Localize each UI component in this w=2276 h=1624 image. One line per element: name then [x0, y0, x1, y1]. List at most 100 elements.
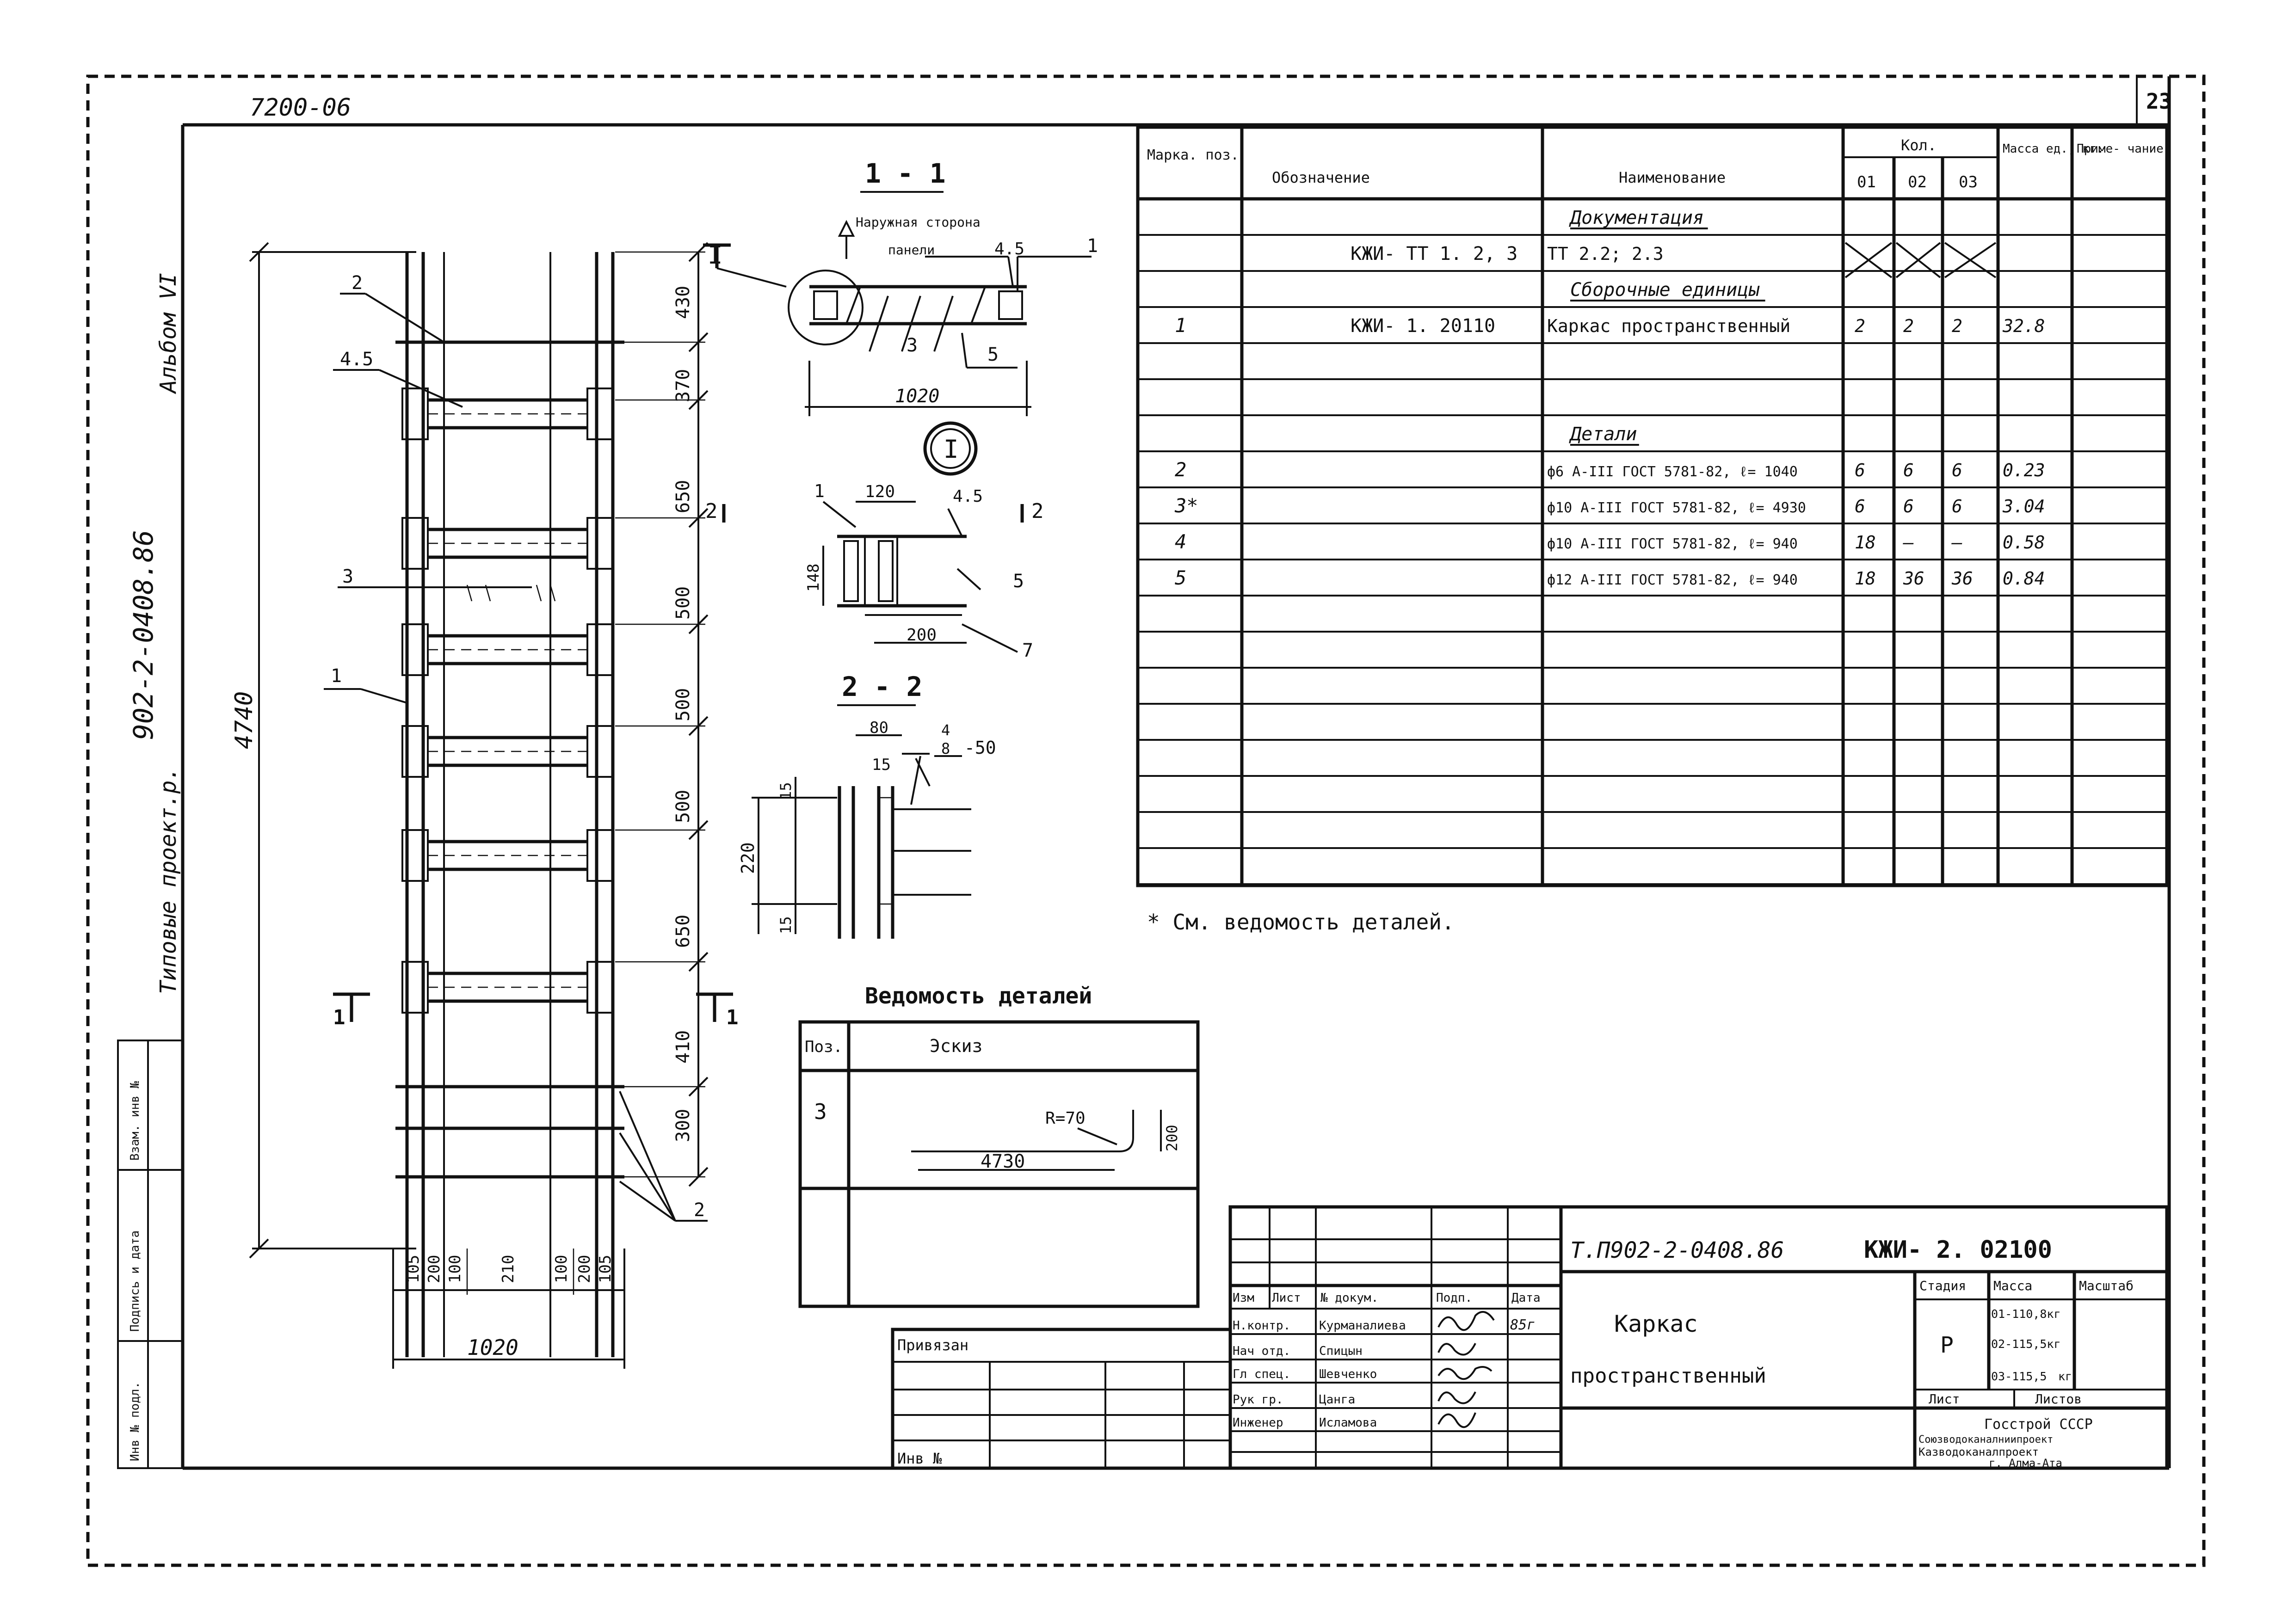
tie-group-6: [401, 961, 614, 1014]
section-1-1-label-3: 3: [907, 335, 918, 356]
spec-header-q3: 03: [1959, 173, 1978, 191]
section-2-2-dim-220: 220: [738, 842, 758, 874]
spec-cell-q2: 2: [1903, 316, 1914, 336]
spec-cell-mass: 0.58: [2003, 532, 2045, 553]
spec-header-q2: 02: [1908, 173, 1927, 191]
spec-cell-name: Каркас пространственный: [1547, 316, 1790, 336]
title-block-grid: [891, 1205, 2169, 1470]
stamp-cell-inv: Инв № подл.: [128, 1382, 142, 1461]
dim-v-8: 300: [672, 1109, 694, 1142]
tb-privyazan: Привязан: [897, 1336, 968, 1354]
section-1-1-caption-1: Наружная сторона: [856, 215, 981, 230]
tie-group-4: [401, 725, 614, 778]
node-I-circle: [923, 421, 978, 476]
spec-header-mark: Марка. поз.: [1147, 147, 1239, 163]
stamp-cell-sign: Подпись и дата: [128, 1230, 142, 1332]
section-2-2-weld-bottom: 8: [941, 740, 950, 757]
tb-sheet-label: Лист: [1929, 1391, 1960, 1407]
spec-row: Документация: [1569, 207, 1708, 229]
section-2-2-title: 2 - 2: [842, 671, 923, 702]
tb-role: Рук гр.: [1233, 1393, 1283, 1407]
spec-header-note: Приме- чание: [2077, 142, 2164, 156]
spec-header-name: Наименование: [1619, 169, 1726, 186]
node-I-dim-148: 148: [804, 564, 823, 592]
spec-cell-q3: 6: [1952, 496, 1962, 517]
node-I-label-1: 1: [814, 481, 825, 501]
spec-cell-mass: 0.23: [2003, 460, 2045, 480]
spec-cell-q3: 6: [1952, 460, 1962, 480]
pos-label-45: 4.5: [340, 349, 373, 370]
spec-cell-name: ТТ 2.2; 2.3: [1547, 244, 1664, 264]
details-title: Ведомость деталей: [865, 983, 1092, 1009]
spec-cell-mark: 5: [1175, 566, 1186, 589]
tb-inv: Инв №: [897, 1450, 942, 1467]
tb-org-4: г. Алма-Ата: [1989, 1457, 2062, 1470]
section-1-1-drawing: [703, 220, 1092, 416]
spec-cell-q1: 18: [1855, 568, 1876, 589]
spec-header-qty: Кол.: [1901, 136, 1937, 154]
node-I-dim-200: 200: [907, 626, 937, 645]
spec-cell-mark: 4: [1175, 530, 1186, 553]
overall-height-value: 4740: [230, 691, 258, 749]
tb-name-2: пространственный: [1570, 1364, 1766, 1388]
elevation-leaders: [324, 293, 708, 1222]
section-2-2-dim-15c: 15: [777, 916, 795, 934]
overall-height-dim: [249, 242, 416, 1259]
spec-cell-q3: 36: [1951, 568, 1973, 589]
overall-width-value: 1020: [467, 1335, 518, 1360]
dim-v-2: 650: [672, 480, 694, 513]
section-mark-right: 1: [726, 1006, 739, 1029]
spec-cell-mass: 3.04: [2002, 496, 2045, 517]
tb-person: Исламова: [1319, 1416, 1377, 1430]
dim-v-3: 500: [672, 586, 694, 620]
sheet-top-code: 7200-06: [250, 94, 351, 122]
tb-person: Цанга: [1319, 1393, 1355, 1407]
section-1-1-label-45: 4.5: [994, 240, 1024, 258]
details-radius: R=70: [1045, 1109, 1086, 1128]
tb-mass-label: Масса: [1993, 1278, 2032, 1293]
bottom-dims: [392, 1249, 625, 1369]
tb-doc-code: Т.П902-2-0408.86: [1570, 1237, 1784, 1263]
dim-h-2: 100: [446, 1255, 464, 1283]
details-length: 4730: [981, 1151, 1025, 1172]
section-2-2-weld-top: 4: [941, 721, 950, 739]
pos-label-2-top: 2: [352, 272, 363, 294]
node-I-cut-left: 2: [705, 499, 718, 523]
spec-cell-q3: 2: [1952, 316, 1962, 336]
tb-person: Курманалиева: [1319, 1319, 1406, 1333]
spec-cell-mark: 3*: [1174, 494, 1198, 517]
tb-mass-unit: кг: [2058, 1370, 2072, 1383]
section-1-1-title: 1 - 1: [865, 158, 946, 189]
dim-v-0: 430: [672, 286, 694, 319]
node-I-label: I: [944, 435, 959, 464]
node-I-label-45: 4.5: [953, 487, 983, 506]
frame-elevation: [395, 252, 624, 1357]
spec-cell-name: ф10 А-III ГОСТ 5781-82, ℓ= 4930: [1547, 500, 1806, 516]
spec-table-row-lines: [1138, 234, 2167, 885]
spec-cell-mark: 2: [1175, 458, 1186, 481]
section-mark-left: 1: [333, 1006, 345, 1029]
dim-h-5: 200: [575, 1255, 594, 1283]
chain-dim-labels: 430 370 650 500 500 500 650 410 300: [672, 286, 694, 1142]
stamp-cell-vzam: Взам. инв №: [128, 1081, 142, 1161]
spec-cell-q1: 6: [1855, 496, 1865, 517]
spec-cell-name: ф10 А-III ГОСТ 5781-82, ℓ= 940: [1547, 536, 1798, 552]
tb-date: 85г: [1510, 1317, 1535, 1333]
spec-cell-q1: 6: [1855, 460, 1865, 480]
tb-person: Шевченко: [1319, 1367, 1377, 1381]
bottom-dim-labels: 105 200 100 210 100 200 105: [404, 1255, 615, 1283]
spec-cell-name: Сборочные единицы: [1570, 279, 1760, 301]
series-label: 902-2-0408.86: [128, 530, 159, 740]
spec-row: Детали: [1569, 424, 1639, 446]
spec-cell-q1: 2: [1855, 316, 1865, 336]
spec-cell-mass: 0.84: [2003, 568, 2045, 589]
spec-cell-q2: 6: [1903, 460, 1914, 480]
dim-h-0: 105: [404, 1255, 423, 1283]
tb-org-1: Госстрой СССР: [1984, 1416, 2093, 1433]
spec-cell-name: ф12 А-III ГОСТ 5781-82, ℓ= 940: [1547, 572, 1798, 588]
spec-footnote: * См. ведомость деталей.: [1147, 910, 1455, 935]
tb-sheets-label: Листов: [2035, 1391, 2082, 1407]
